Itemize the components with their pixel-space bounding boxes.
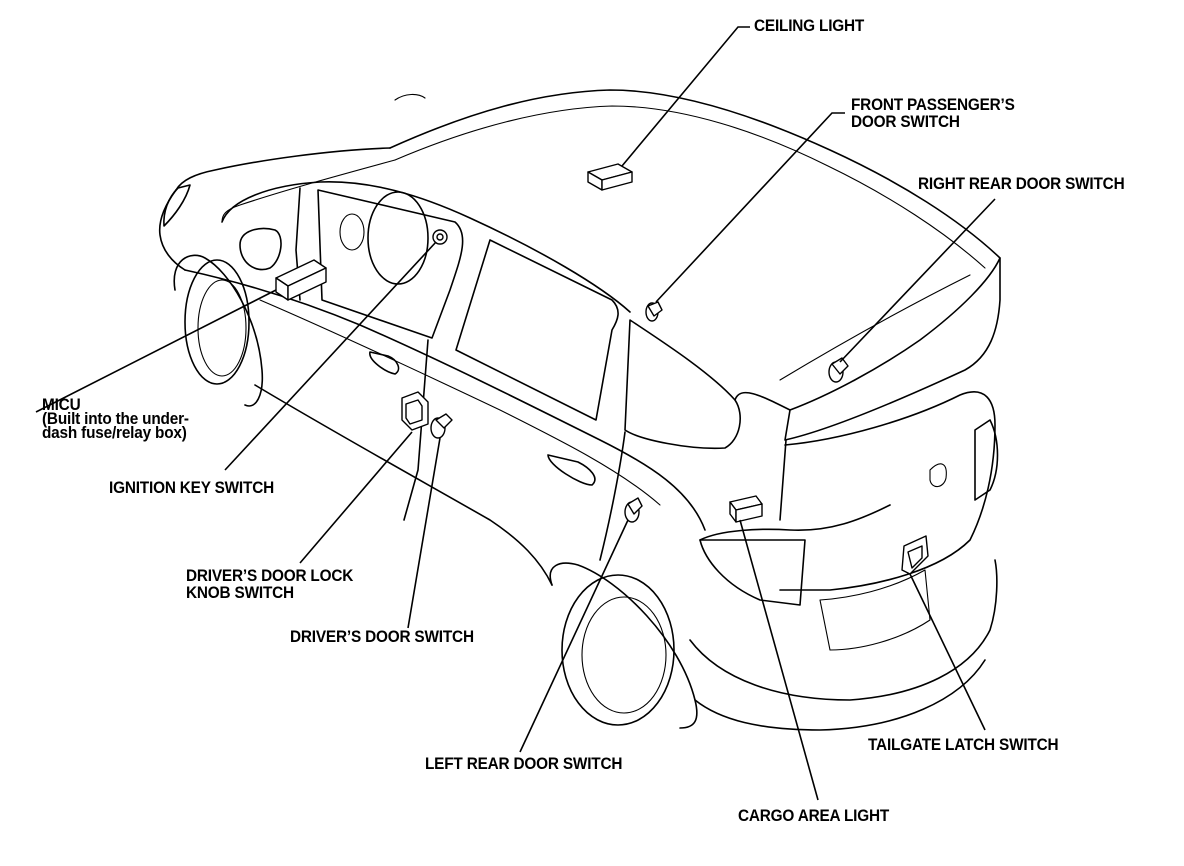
drivers-door-lock-knob-switch-label-line1: DRIVER’S DOOR LOCK bbox=[186, 567, 354, 585]
side-mirror bbox=[239, 227, 282, 271]
micu-label: MICU (Built into the under- dash fuse/re… bbox=[42, 397, 189, 442]
rocker-panel bbox=[254, 384, 553, 586]
roof-rear-line bbox=[779, 274, 971, 381]
front-wheel bbox=[184, 259, 250, 385]
tailgate-latch-switch-label-text: TAILGATE LATCH SWITCH bbox=[868, 736, 1059, 754]
rear-spoiler bbox=[784, 257, 1001, 441]
micu-component bbox=[275, 259, 327, 301]
front-passengers-door-switch-label: FRONT PASSENGER’S DOOR SWITCH bbox=[851, 97, 1015, 131]
bumper-bottom bbox=[694, 659, 986, 731]
leader-right-rear-door-switch bbox=[839, 198, 996, 363]
drivers-door-lock-knob-switch-label-line2: KNOB SWITCH bbox=[186, 584, 294, 602]
tailgate-handle bbox=[929, 463, 947, 488]
cargo-area-light-label: CARGO AREA LIGHT bbox=[738, 808, 889, 825]
leader-ceiling-light bbox=[621, 26, 750, 167]
left-rear-door-switch-label: LEFT REAR DOOR SWITCH bbox=[425, 756, 622, 773]
roof-outline bbox=[389, 89, 1001, 259]
ignition-key-switch-label: IGNITION KEY SWITCH bbox=[109, 480, 274, 497]
front-passengers-door-switch-label-line2: DOOR SWITCH bbox=[851, 113, 960, 131]
leader-drivers-door-switch bbox=[407, 437, 441, 629]
leader-left-rear-door-switch bbox=[519, 519, 629, 753]
front-passengers-door-switch-label-line1: FRONT PASSENGER’S bbox=[851, 96, 1015, 114]
leader-tailgate-latch-switch bbox=[909, 573, 986, 731]
drivers-door-switch-component bbox=[430, 413, 453, 439]
front-door-handle bbox=[369, 351, 400, 375]
drivers-door-lock-knob-switch-component bbox=[401, 391, 429, 431]
leader-drivers-door-lock-knob-switch bbox=[299, 431, 413, 564]
front-door-line bbox=[403, 339, 429, 521]
leader-ignition-key-switch bbox=[224, 241, 437, 471]
gauge-cluster bbox=[339, 213, 365, 251]
micu-label-line1: MICU bbox=[42, 396, 81, 414]
rear-door-handle bbox=[547, 454, 596, 486]
leader-cargo-area-light bbox=[739, 519, 819, 801]
ceiling-light-label-text: CEILING LIGHT bbox=[754, 17, 865, 35]
ignition-key-switch-component bbox=[432, 229, 448, 245]
quarter-window bbox=[624, 319, 741, 450]
rear-wheel-arch bbox=[549, 562, 698, 729]
rear-window bbox=[734, 391, 791, 521]
front-passengers-door-switch-component bbox=[645, 301, 663, 322]
tailgate-lower bbox=[699, 504, 891, 541]
right-taillight bbox=[974, 419, 999, 501]
components bbox=[275, 163, 929, 575]
right-rear-door-switch-label-text: RIGHT REAR DOOR SWITCH bbox=[918, 175, 1125, 193]
right-rear-door-switch-component bbox=[828, 357, 849, 383]
left-rear-door-switch-label-text: LEFT REAR DOOR SWITCH bbox=[425, 755, 623, 773]
left-taillight bbox=[699, 539, 806, 606]
headlight bbox=[163, 184, 191, 227]
tailgate-latch-switch-label: TAILGATE LATCH SWITCH bbox=[868, 736, 1059, 754]
body-side-top bbox=[184, 269, 706, 531]
rear-door-line bbox=[599, 431, 626, 561]
hood-outline bbox=[175, 147, 391, 191]
tailgate-outline bbox=[779, 391, 996, 591]
left-rear-door-switch-component bbox=[624, 497, 643, 523]
ceiling-light-component bbox=[587, 163, 633, 191]
front-wheel-arch bbox=[173, 254, 264, 407]
drivers-door-lock-knob-switch-label: DRIVER’S DOOR LOCK KNOB SWITCH bbox=[186, 568, 353, 602]
license-recess bbox=[819, 569, 931, 651]
right-rear-door-switch-label: RIGHT REAR DOOR SWITCH bbox=[918, 175, 1125, 193]
front-wheel-rim bbox=[197, 279, 247, 377]
rear-wheel-rim bbox=[581, 596, 667, 714]
leader-front-passengers-door-switch bbox=[655, 112, 845, 303]
windshield-frame bbox=[221, 181, 631, 313]
cargo-area-light-component bbox=[729, 495, 763, 523]
front-nose bbox=[158, 189, 186, 271]
rear-bumper bbox=[689, 559, 998, 701]
rear-door-window bbox=[455, 239, 619, 421]
micu-label-line3: dash fuse/relay box) bbox=[42, 424, 187, 442]
ceiling-light-label: CEILING LIGHT bbox=[754, 18, 864, 35]
leader-lines bbox=[35, 26, 996, 801]
front-door-window bbox=[317, 189, 464, 339]
ignition-key-switch-label-text: IGNITION KEY SWITCH bbox=[109, 479, 274, 497]
micu-label-line2: (Built into the under- bbox=[42, 410, 189, 428]
leader-micu bbox=[35, 289, 277, 413]
hood-crease bbox=[221, 159, 396, 223]
drivers-door-switch-label: DRIVER’S DOOR SWITCH bbox=[290, 629, 474, 646]
cargo-area-light-label-text: CARGO AREA LIGHT bbox=[738, 807, 890, 825]
steering-wheel bbox=[367, 191, 429, 285]
body-side-crease bbox=[259, 299, 661, 506]
vehicle-outline bbox=[158, 89, 1001, 731]
rear-wheel bbox=[561, 574, 675, 726]
drivers-door-switch-label-text: DRIVER’S DOOR SWITCH bbox=[290, 628, 474, 646]
hood-top-bump bbox=[394, 93, 426, 101]
tailgate-latch-switch-component bbox=[901, 535, 929, 575]
roof-inner-line bbox=[394, 105, 986, 269]
